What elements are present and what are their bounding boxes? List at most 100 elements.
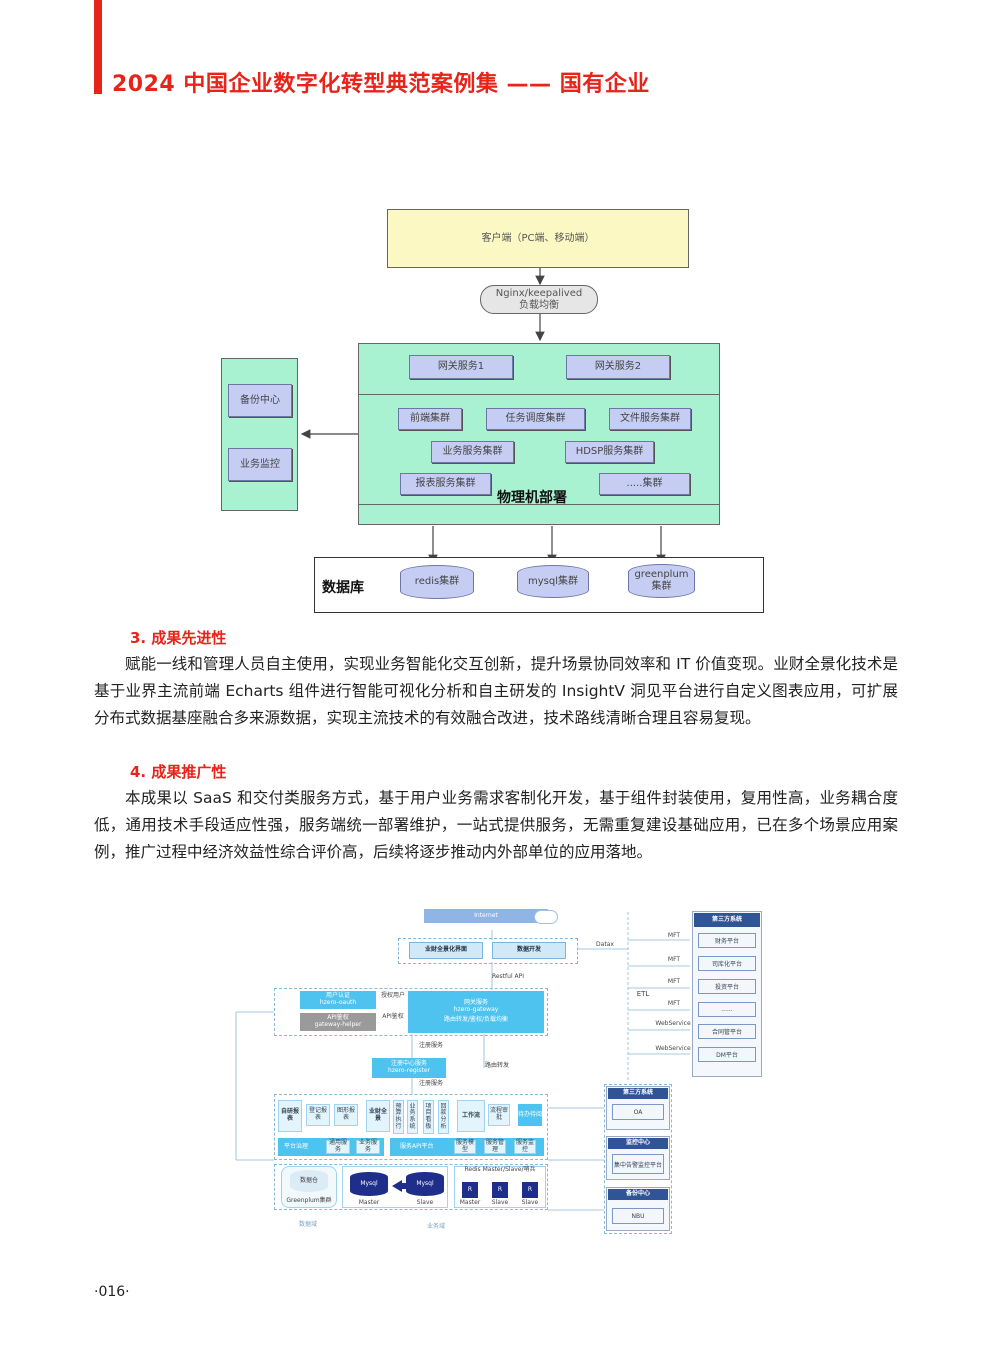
pm-item-2: 业务服务	[356, 1140, 380, 1154]
datax-label: Datax	[596, 940, 614, 948]
third-item-3: 投资平台	[698, 979, 756, 994]
webservice-label-1: WebService	[655, 1019, 691, 1027]
deployment-diagram-connectors	[300, 268, 666, 565]
api-auth-small-label: API鉴权	[382, 1012, 404, 1020]
third-item-2: 司库化平台	[698, 956, 756, 971]
file-service-cluster: 文件服务集群	[609, 408, 691, 430]
report-cell-2: 图形报表	[334, 1104, 358, 1126]
third-item-6: DM平台	[698, 1047, 756, 1062]
auth-user-label: 授权用户	[380, 991, 405, 999]
register-center: 注册中心服务 hzero-register	[372, 1058, 446, 1078]
section4-heading: 4. 成果推广性	[130, 763, 227, 781]
mft-label-1: MFT	[667, 931, 681, 939]
backup-center: 备份中心	[228, 384, 292, 417]
webservice-label-2: WebService	[655, 1044, 691, 1052]
monitor-item: 集中告警监控平台	[612, 1154, 664, 1174]
greenplum-name: greenplum	[634, 569, 689, 580]
page-header-title: 2024 中国企业数字化转型典范案例集 —— 国有企业	[112, 72, 650, 97]
business-service-cluster: 业务服务集群	[431, 441, 514, 463]
redis-icon-2: R	[492, 1182, 508, 1198]
user-auth-title: 用户认证	[325, 992, 350, 1000]
biz-domain-label: 业务域	[426, 1222, 445, 1230]
user-auth: 用户认证 hzero-oauth	[300, 991, 376, 1009]
mft-label-3: MFT	[667, 977, 681, 985]
section4-body: 本成果以 SaaS 和交付类服务方式，基于用户业务需求客制化开发，基于组件封装使…	[94, 785, 898, 866]
load-balancer-role: 负载均衡	[518, 299, 559, 311]
vcol-3: 项目看板	[423, 1100, 434, 1134]
route-label: 路由转发	[484, 1061, 509, 1069]
redis-icon-1: R	[462, 1182, 478, 1198]
report-cell-1: 登记报表	[306, 1104, 330, 1126]
scheduler-cluster: 任务调度集群	[486, 408, 585, 430]
page-number: ·016·	[94, 1284, 130, 1300]
gateway-service-1: 网关服务1	[409, 355, 513, 379]
gateway-title: 网关服务	[463, 999, 488, 1007]
oa-item: OA	[612, 1104, 664, 1120]
api-auth: API鉴权 gateway-helper	[300, 1013, 376, 1031]
api-auth-sub: gateway-helper	[314, 1021, 362, 1028]
service-layer-frame	[274, 1094, 548, 1160]
redis-box	[454, 1166, 546, 1208]
platform-mgmt-label: 平台治理	[284, 1142, 309, 1150]
cloud-icon	[534, 910, 558, 924]
workflow-approve: 流程审批	[488, 1104, 510, 1126]
redis-master-label: Master	[459, 1198, 481, 1206]
vcol-4: 回款分析	[438, 1100, 449, 1134]
load-balancer-name: Nginx/keepalived	[495, 287, 583, 299]
third-item-1: 财务平台	[698, 933, 756, 948]
gateway-service: 网关服务 hzero-gateway 路由转发/鉴权/负载均衡	[408, 991, 544, 1033]
greenplum-cluster: greenplum 集群	[628, 564, 695, 598]
mysql-master-cyl: Mysql	[350, 1172, 388, 1196]
physical-deploy-label: 物理机部署	[497, 490, 567, 506]
hdsp-service-cluster: HDSP服务集群	[565, 441, 654, 463]
mysql-slave-label: Slave	[416, 1198, 434, 1206]
third-item-5: 合同管平台	[698, 1024, 756, 1039]
redis-icon-3: R	[522, 1182, 538, 1198]
yecai-panorama: 业财全景	[366, 1100, 390, 1132]
mysql-box	[342, 1166, 448, 1208]
header-accent-bar	[94, 0, 102, 94]
register-service-label: 注册服务	[418, 1079, 443, 1087]
third-party-title: 第三方系统	[694, 913, 760, 927]
redis-title: Redis Master/Slave/哨兵	[464, 1165, 536, 1173]
monitor-center-title: 监控中心	[608, 1138, 668, 1149]
deployment-diagram: 客户端（PC端、移动端） Nginx/keepalived 负载均衡 网关服务1…	[0, 0, 992, 640]
self-report: 自研报表	[278, 1100, 302, 1132]
pm-item-1: 通用服务	[326, 1140, 350, 1154]
third-item-4: ......	[698, 1002, 756, 1017]
right-systems-frame	[604, 1084, 672, 1234]
api-auth-title: API鉴权	[327, 1014, 349, 1022]
other-cluster: .....集群	[599, 473, 690, 495]
gateway-desc: 路由转发/鉴权/负载均衡	[443, 1016, 509, 1024]
register-fetch-label: 注册服务	[418, 1041, 443, 1049]
sa-item-2: 服务管理	[484, 1139, 506, 1154]
workflow-todo: 待办待阅	[518, 1104, 542, 1126]
sa-item-3: 服务监控	[514, 1139, 536, 1154]
frontend-cluster: 前端集群	[398, 408, 462, 430]
load-balancer: Nginx/keepalived 负载均衡	[480, 285, 598, 314]
ui-layer-frame	[398, 938, 578, 964]
report-service-cluster: 报表服务集群	[400, 473, 491, 495]
data-domain-label: 数据域	[298, 1220, 317, 1228]
mysql-slave-cyl: Mysql	[406, 1172, 444, 1196]
gateway-sub: hzero-gateway	[453, 1005, 499, 1013]
business-monitor: 业务监控	[228, 448, 292, 481]
right-third-title: 第三方系统	[608, 1088, 668, 1099]
sa-item-1: 服务模型	[454, 1139, 476, 1154]
database-label: 数据库	[322, 580, 364, 596]
greenplum-label: Greenplum集群	[286, 1196, 332, 1204]
ui-panorama: 业财全景化界面	[409, 942, 483, 959]
redis-cluster: redis集群	[400, 565, 474, 599]
section3-body: 赋能一线和管理人员自主使用，实现业务智能化交互创新，提升场景协同效率和 IT 价…	[94, 651, 898, 732]
side-panel	[221, 358, 298, 511]
client-label: 客户端（PC端、移动端）	[481, 232, 595, 244]
internet-bar: Internet	[424, 909, 548, 923]
etl-label: ETL	[636, 990, 650, 999]
vcol-1: 预算执行	[393, 1100, 404, 1134]
client-box: 客户端（PC端、移动端）	[387, 209, 689, 268]
section3-heading: 3. 成果先进性	[130, 629, 227, 647]
service-api-label: 服务API平台	[400, 1142, 434, 1150]
workflow: 工作流	[457, 1100, 485, 1132]
